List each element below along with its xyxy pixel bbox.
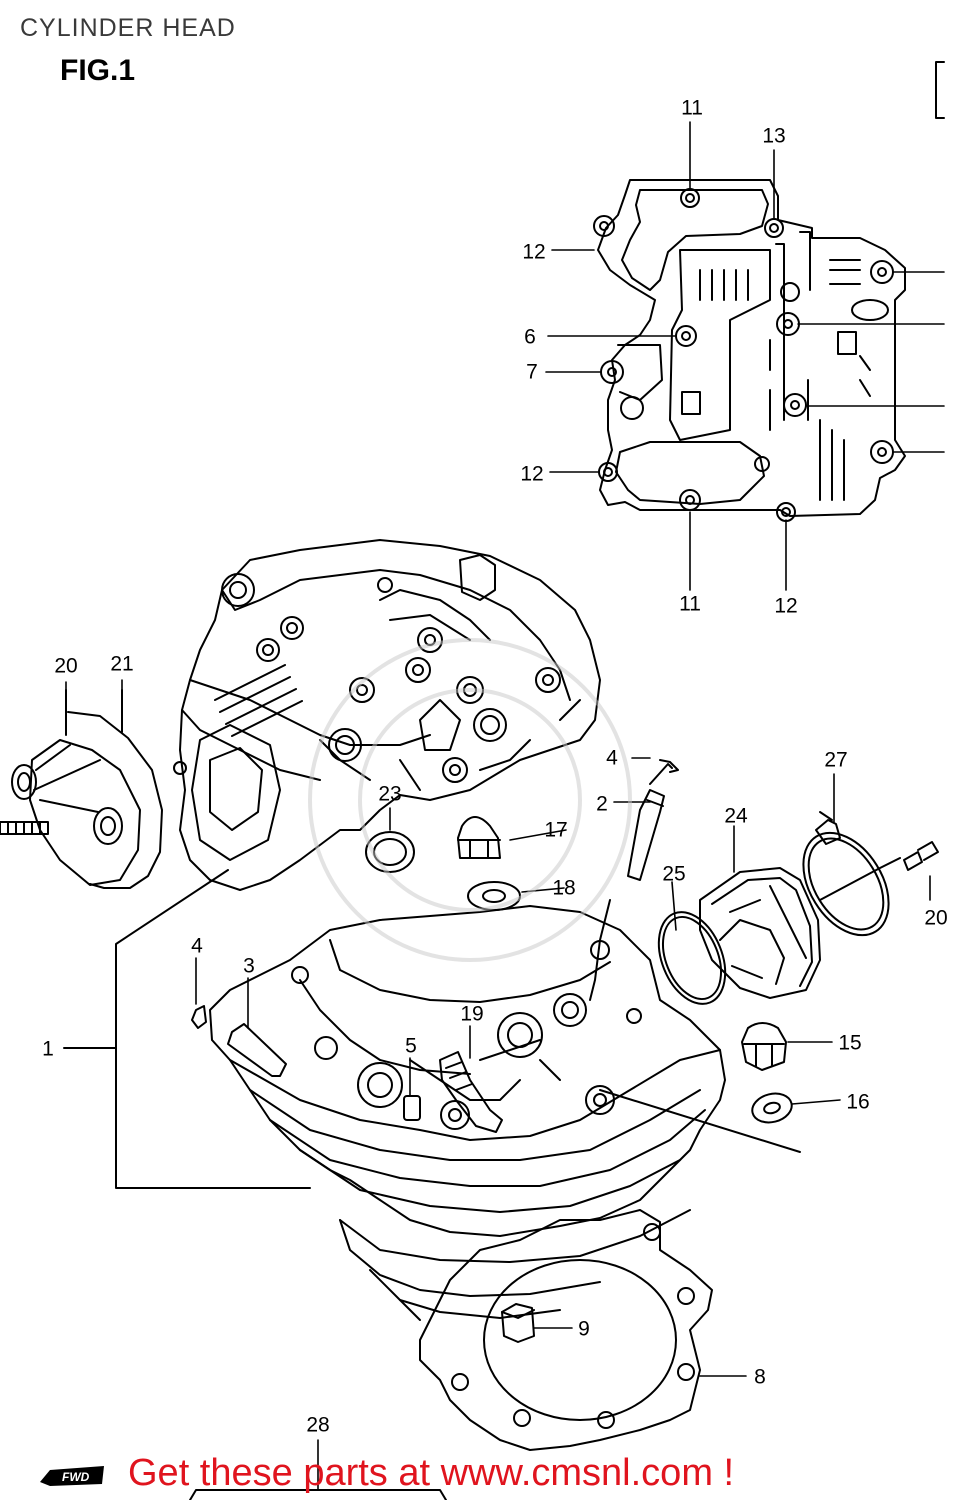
- callout-27: 27: [824, 748, 848, 772]
- callout-9: 9: [578, 1317, 590, 1341]
- callout-11-bottom: 11: [679, 592, 701, 616]
- callout-8: 8: [754, 1365, 766, 1389]
- fwd-label: FWD: [62, 1470, 90, 1484]
- callout-3: 3: [243, 954, 255, 978]
- cap-nut-15: [600, 1023, 800, 1152]
- lower-head-assembly: [210, 906, 725, 1320]
- callout-24: 24: [724, 804, 748, 828]
- callout-12-top: 12: [522, 240, 546, 264]
- cylinder-head-body: [174, 540, 600, 890]
- callout-5: 5: [405, 1034, 417, 1058]
- callout-7: 7: [526, 360, 538, 384]
- callout-4-left: 4: [191, 934, 203, 958]
- forward-arrow-icon: FWD: [40, 1466, 104, 1486]
- callout-25: 25: [662, 862, 686, 886]
- side-cover: [0, 690, 162, 888]
- edge-bracket: [936, 62, 944, 118]
- callout-21: 21: [110, 652, 134, 676]
- cap-nut-17: [458, 817, 520, 910]
- callout-18: 18: [552, 876, 576, 900]
- callout-6: 6: [524, 325, 536, 349]
- intake-pipe: [646, 812, 938, 1014]
- callout-15: 15: [838, 1031, 862, 1055]
- valve-guide-parts: [192, 760, 678, 1028]
- promo-link[interactable]: Get these parts at www.cmsnl.com !: [128, 1452, 735, 1494]
- callout-2: 2: [596, 792, 608, 816]
- figure-number: FIG.1: [60, 54, 136, 87]
- callout-23: 23: [378, 782, 402, 806]
- callout-12-mid: 12: [520, 462, 544, 486]
- leader-1: [64, 870, 310, 1188]
- callout-13: 13: [762, 124, 786, 148]
- diagram-title: CYLINDER HEAD: [20, 14, 236, 42]
- leader-lines: [66, 122, 944, 1490]
- head-gasket: [420, 1210, 712, 1450]
- callout-11-top: 11: [681, 96, 703, 120]
- callout-28: 28: [306, 1413, 330, 1437]
- callout-20-bolt: 20: [924, 906, 948, 930]
- callout-16: 16: [846, 1090, 870, 1114]
- head-cover-plate: [594, 180, 905, 521]
- callout-17: 17: [544, 818, 568, 842]
- callout-20-cover: 20: [54, 654, 78, 678]
- callout-12-bottom: 12: [774, 594, 798, 618]
- callout-1: 1: [42, 1037, 54, 1061]
- callout-4-top: 4: [606, 746, 618, 770]
- callout-19: 19: [460, 1002, 484, 1026]
- watermark: [310, 640, 630, 960]
